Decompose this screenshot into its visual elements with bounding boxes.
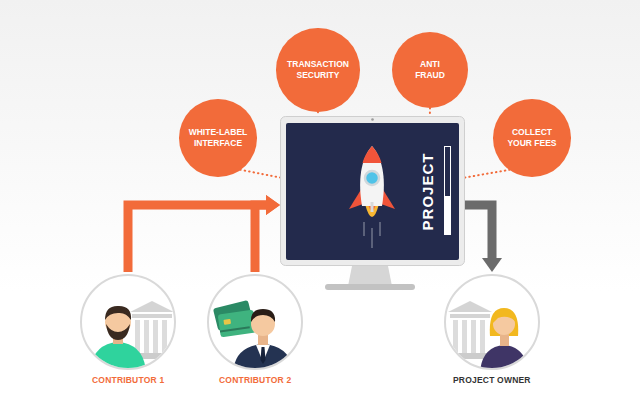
illustration-part [500,334,509,346]
illustration-part [363,146,382,163]
bubble-content: ANTI FRAUD [392,32,468,108]
illustration-part [223,319,231,325]
feature-bubble: COLLECT YOUR FEES [493,99,571,177]
arrowhead [482,258,502,272]
illustration-part [445,196,451,235]
bubble-content: COLLECT YOUR FEES [493,99,571,177]
illustration-part [106,324,130,340]
illustration-part [492,310,516,324]
person-illustration [442,272,542,372]
arrowhead [266,195,280,215]
person-label: CONTRIBUTOR 1 [92,375,164,385]
person-illustration [205,272,305,372]
connector-line [317,112,319,116]
feature-label: WHITE-LABEL INTERFACE [185,127,251,149]
illustration-part [220,326,250,332]
illustration-part [153,320,158,353]
illustration-part [365,171,379,185]
person-label: CONTRIBUTOR 2 [219,375,291,385]
payout-arrow [465,205,502,272]
illustration-part [445,147,451,235]
illustration-part [261,347,266,364]
illustration-part [480,320,485,353]
illustration-part [281,117,465,266]
illustration-part [360,146,384,206]
monitor-base [325,284,415,290]
arrowhead [266,195,280,215]
illustration-part [453,320,458,353]
illustration-part [162,320,167,353]
connector-line [465,205,492,259]
illustration-part [144,320,149,353]
illustration-part [371,202,374,212]
person-illustration [78,272,178,372]
connector-line [255,205,267,272]
monitor-neck [348,266,392,286]
illustration-part [448,301,492,312]
illustration-part [480,345,528,372]
monitor-stand [325,266,415,290]
feature-bubble: WHITE-LABEL INTERFACE [179,99,257,177]
connector-line [240,170,280,178]
illustration-part [471,320,476,353]
feature-label: TRANSACTION SECURITY [282,59,354,81]
connector-line [429,108,431,116]
person-badge: CONTRIBUTOR 1 [78,272,178,390]
bubble-content: TRANSACTION SECURITY [276,28,359,111]
illustration-part [363,222,365,236]
feature-label: ANTI FRAUD [409,59,451,81]
person-badge: CONTRIBUTOR 2 [205,272,305,390]
feature-bubble: TRANSACTION SECURITY [276,28,359,111]
illustration-part [371,118,374,121]
feature-label: COLLECT YOUR FEES [499,127,565,149]
feature-bubble: ANTI FRAUD [392,32,468,108]
monitor-illustration [280,116,465,266]
illustration-part [379,222,381,236]
person-label: PROJECT OWNER [453,375,531,385]
illustration-part [371,228,373,248]
screen-title: PROJECT [420,152,435,230]
illustration-part [233,344,293,372]
illustration-part [446,301,528,372]
illustration-part [90,301,176,372]
illustration-part [135,320,140,353]
flow-arrow [128,195,280,272]
illustration-part [462,320,467,353]
dotted-connector [429,108,430,116]
illustration-part [213,300,293,372]
dotted-connector [465,170,510,178]
illustration-part [218,310,257,338]
dotted-connector [240,170,280,178]
illustration-part [105,306,131,320]
project-monitor: PROJECT [280,116,465,266]
bubble-content: WHITE-LABEL INTERFACE [179,99,257,177]
illustration-part [132,314,172,318]
illustration-part [251,309,275,322]
illustration-part [90,342,146,372]
dotted-connector [317,112,318,116]
connector-line [465,170,510,178]
illustration-part [450,314,490,318]
illustration-part [490,308,518,336]
illustration-part [349,146,395,248]
connector-line [128,205,267,272]
flow-arrow [255,195,280,272]
illustration-part [130,301,174,312]
person-badge: PROJECT OWNER [442,272,542,390]
illustration-part [286,123,459,260]
